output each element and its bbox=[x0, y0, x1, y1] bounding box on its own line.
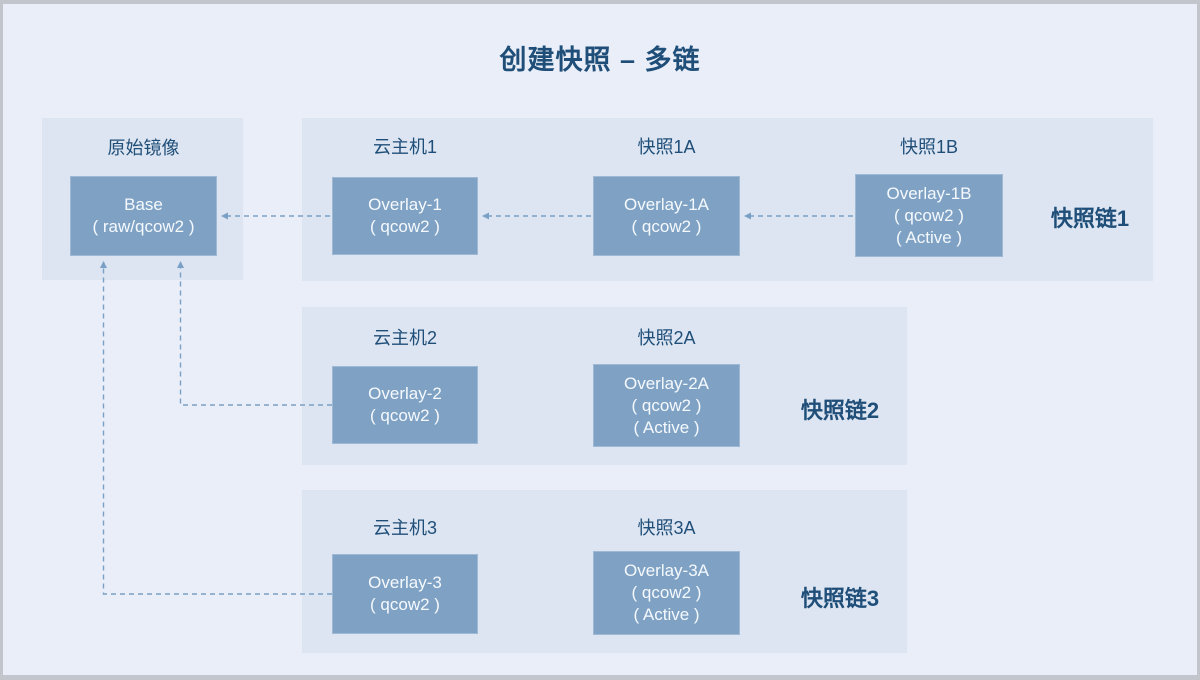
node-line: ( qcow2 ) bbox=[631, 395, 702, 415]
node-line: ( qcow2 ) bbox=[370, 406, 440, 425]
node-line: ( qcow2 ) bbox=[894, 205, 964, 225]
node-line: ( qcow2 ) bbox=[631, 583, 702, 602]
node-line: Overlay-1B bbox=[886, 183, 972, 203]
label-vm2: 云主机2 bbox=[372, 328, 437, 348]
chain-3-title: 快照链3 bbox=[800, 586, 880, 611]
frame-border-bottom bbox=[0, 675, 1200, 680]
node-line: Overlay-1 bbox=[368, 195, 442, 214]
node-line: ( raw/qcow2 ) bbox=[92, 217, 195, 236]
node-overlay-2a: Overlay-2A ( qcow2 ) ( Active ) bbox=[593, 364, 740, 447]
label-snapshot-3a: 快照3A bbox=[637, 518, 696, 538]
label-vm3: 云主机3 bbox=[372, 518, 437, 538]
node-line: Overlay-3 bbox=[368, 573, 442, 592]
label-snapshot-1a: 快照1A bbox=[637, 137, 696, 157]
node-line: Overlay-2A bbox=[623, 373, 710, 393]
frame-border-right bbox=[1197, 0, 1200, 680]
node-base-image: Base ( raw/qcow2 ) bbox=[70, 176, 217, 256]
label-snapshot-1b: 快照1B bbox=[899, 137, 959, 157]
page-title: 创建快照 – 多链 bbox=[499, 45, 701, 75]
node-line: ( Active ) bbox=[895, 227, 963, 247]
node-line: ( Active ) bbox=[633, 605, 700, 624]
node-line: ( Active ) bbox=[633, 417, 700, 437]
arrow-overlay3-to-base bbox=[100, 261, 332, 595]
frame-border-left bbox=[0, 0, 3, 680]
node-overlay-1: Overlay-1 ( qcow2 ) bbox=[332, 177, 478, 255]
node-line: ( qcow2 ) bbox=[370, 595, 440, 614]
node-line: Overlay-3A bbox=[623, 561, 710, 580]
original-image-label: 原始镜像 bbox=[107, 138, 180, 158]
chain-1-title: 快照链1 bbox=[1050, 206, 1130, 231]
node-overlay-1a: Overlay-1A ( qcow2 ) bbox=[593, 176, 740, 256]
node-overlay-3a: Overlay-3A ( qcow2 ) ( Active ) bbox=[593, 551, 740, 635]
node-overlay-3: Overlay-3 ( qcow2 ) bbox=[332, 554, 478, 634]
chain-2-title: 快照链2 bbox=[800, 398, 880, 423]
label-snapshot-2a: 快照2A bbox=[637, 328, 696, 348]
frame-border-top bbox=[0, 0, 1200, 4]
node-line: Overlay-2 bbox=[368, 384, 442, 403]
node-overlay-1b: Overlay-1B ( qcow2 ) ( Active ) bbox=[855, 174, 1003, 257]
node-line: ( qcow2 ) bbox=[631, 217, 702, 236]
node-line: ( qcow2 ) bbox=[370, 217, 440, 236]
node-overlay-2: Overlay-2 ( qcow2 ) bbox=[332, 366, 478, 444]
label-vm1: 云主机1 bbox=[372, 137, 437, 157]
node-line: Base bbox=[124, 195, 163, 214]
node-line: Overlay-1A bbox=[623, 195, 710, 214]
